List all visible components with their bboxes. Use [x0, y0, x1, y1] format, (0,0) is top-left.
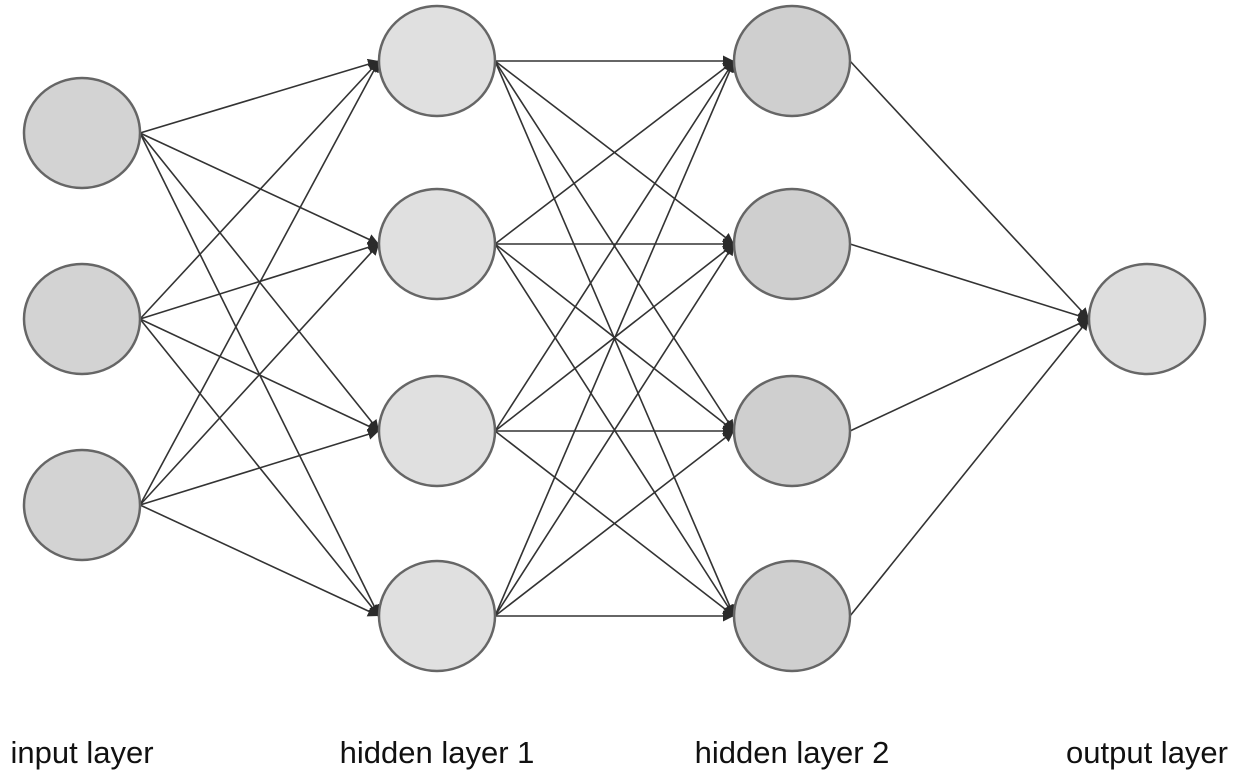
- neuron-hidden-1-4: [377, 559, 497, 673]
- neuron-input-1: [22, 76, 142, 190]
- connection-input-3-to-hidden-1-1: [139, 60, 380, 506]
- neuron-hidden-2-4: [732, 559, 852, 673]
- connection-hidden-1-4-to-hidden-2-2: [494, 243, 735, 617]
- neuron-input-2: [22, 262, 142, 376]
- connection-hidden-2-2-to-output-1: [849, 243, 1090, 321]
- connection-input-2-to-hidden-1-1: [139, 60, 380, 320]
- neuron-output-1: [1087, 262, 1207, 376]
- neuron-hidden-2-2: [732, 187, 852, 301]
- connection-hidden-2-4-to-output-1: [849, 318, 1090, 617]
- hidden-2-layer-label: hidden layer 2: [695, 735, 890, 770]
- connections: [139, 55, 1090, 622]
- neuron-hidden-2-1: [732, 4, 852, 118]
- input-layer-label: input layer: [10, 735, 153, 770]
- hidden-1-layer-label: hidden layer 1: [340, 735, 535, 770]
- connection-hidden-2-1-to-output-1: [849, 60, 1090, 320]
- neurons: [22, 4, 1207, 673]
- connection-input-3-to-hidden-1-2: [139, 243, 380, 506]
- connection-input-1-to-hidden-1-1: [139, 58, 380, 134]
- neuron-hidden-1-1: [377, 4, 497, 118]
- connection-hidden-2-3-to-output-1: [849, 318, 1090, 432]
- output-layer-label: output layer: [1066, 735, 1228, 770]
- neuron-hidden-2-3: [732, 374, 852, 488]
- connection-input-3-to-hidden-1-3: [139, 428, 380, 506]
- connection-hidden-1-4-to-hidden-2-3: [494, 430, 735, 617]
- connection-hidden-1-3-to-hidden-2-1: [494, 60, 735, 432]
- neuron-hidden-1-3: [377, 374, 497, 488]
- layer-labels: input layer hidden layer 1 hidden layer 2 o…: [10, 735, 1228, 770]
- connection-input-3-to-hidden-1-4: [139, 504, 380, 617]
- connection-input-1-to-hidden-1-2: [139, 132, 380, 245]
- neuron-input-3: [22, 448, 142, 562]
- neuron-hidden-1-2: [377, 187, 497, 301]
- connection-hidden-1-4-to-hidden-2-1: [494, 60, 735, 617]
- connection-hidden-1-2-to-hidden-2-1: [494, 60, 735, 245]
